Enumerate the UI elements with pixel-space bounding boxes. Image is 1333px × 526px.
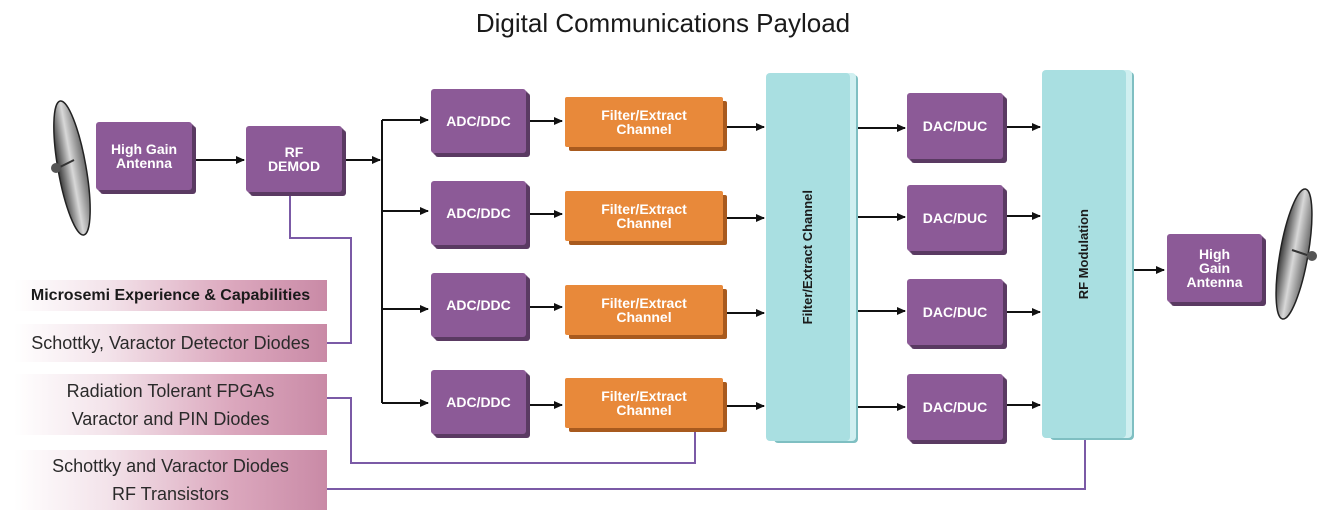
filter-part-line: Radiation Tolerant FPGAs [66, 380, 275, 401]
high-gain-antenna-in: High Gain Antenna [96, 122, 192, 190]
adc-ddc-block: ADC/DDC [431, 370, 526, 434]
high-gain-antenna-out: High Gain Antenna [1167, 234, 1262, 302]
filter-extract-channel-block: Filter/Extract Channel [565, 191, 723, 241]
rf-demod-block: RF DEMOD [246, 126, 342, 192]
modulation-part-line: RF Transistors [111, 484, 230, 504]
filter-part-line: Varactor and PIN Diodes [71, 408, 270, 429]
filter-extract-channel-block: Filter/Extract Channel [565, 378, 723, 428]
adc-ddc-block: ADC/DDC [431, 89, 526, 153]
dac-duc-block: DAC/DUC [907, 93, 1003, 159]
satellite-dish-icon [1275, 188, 1317, 320]
demod-parts-label: Schottky, Varactor Detector Diodes [14, 324, 327, 362]
rf-modulation-bus: RF Modulation [1042, 70, 1126, 438]
filter-extract-channel-block: Filter/Extract Channel [565, 285, 723, 335]
capabilities-header: Microsemi Experience & Capabilities [14, 280, 327, 311]
dac-duc-block: DAC/DUC [907, 279, 1003, 345]
filter-extract-bus-label: Filter/Extract Channel [800, 189, 815, 325]
demod-part-line: Schottky, Varactor Detector Diodes [31, 333, 310, 353]
adc-ddc-block: ADC/DDC [431, 181, 526, 245]
dac-duc-block: DAC/DUC [907, 185, 1003, 251]
satellite-dish-icon [51, 100, 91, 236]
diagram-title: Digital Communications Payload [475, 8, 851, 38]
rf-modulation-label: RF Modulation [1076, 208, 1091, 300]
adc-ddc-block: ADC/DDC [431, 273, 526, 337]
dac-duc-block: DAC/DUC [907, 374, 1003, 440]
filter-parts-label: Radiation Tolerant FPGAs Varactor and PI… [14, 374, 327, 435]
filter-extract-channel-bus: Filter/Extract Channel [766, 73, 850, 441]
filter-extract-channel-block: Filter/Extract Channel [565, 97, 723, 147]
modulation-parts-label: Schottky and Varactor Diodes RF Transist… [14, 450, 327, 510]
modulation-part-line: Schottky and Varactor Diodes [52, 456, 289, 476]
